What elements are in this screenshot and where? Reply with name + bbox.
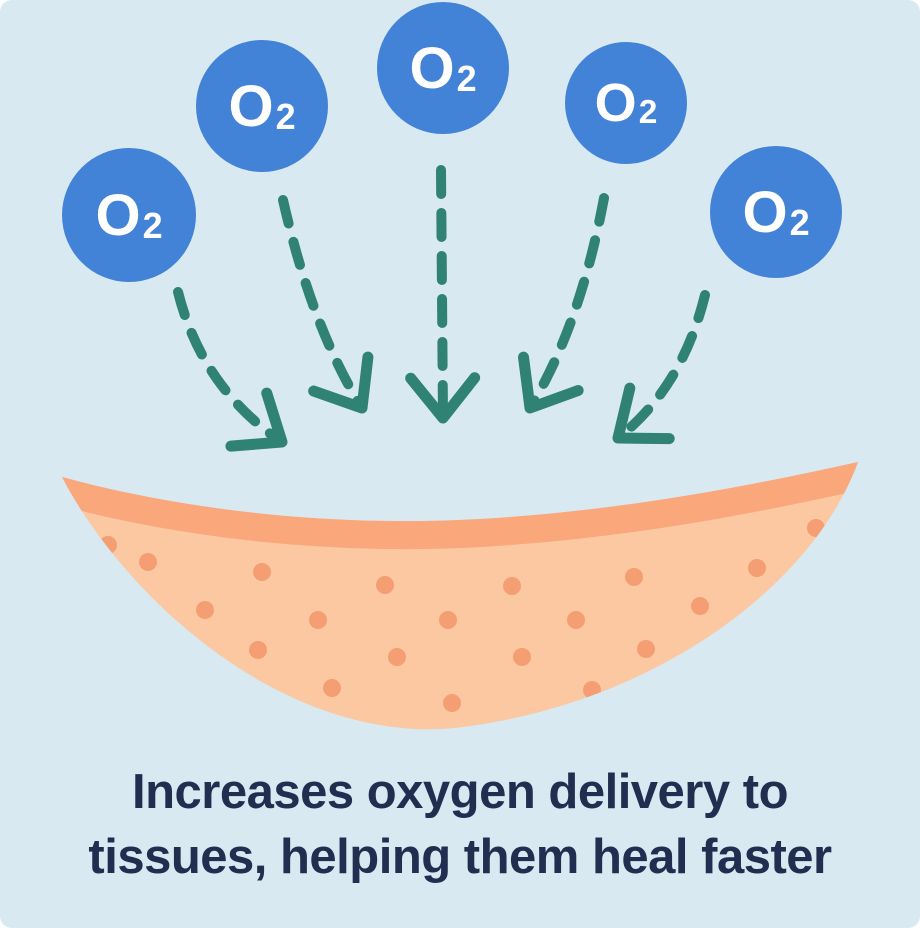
molecule-symbol: O <box>228 73 274 139</box>
caption-line-2: tissues, helping them heal faster <box>88 829 832 884</box>
tissue-body <box>62 462 858 730</box>
molecule-symbol: O <box>594 73 637 133</box>
molecule-symbol: O <box>95 182 141 248</box>
molecule-symbol: O <box>409 35 455 101</box>
molecule-subscript: 2 <box>275 95 296 137</box>
dashed-arrow-icon <box>405 165 481 424</box>
tissue-pores <box>99 519 825 712</box>
dashed-arrow-icon <box>173 287 288 452</box>
dashed-arrow-icon <box>612 290 710 445</box>
caption-line-1: Increases oxygen delivery to <box>132 765 789 819</box>
tissue-surface-layer <box>62 462 858 550</box>
molecule-subscript: 2 <box>638 94 658 132</box>
dashed-arrow-icon <box>517 193 609 414</box>
caption: Increases oxygen delivery to tissues, he… <box>0 760 920 889</box>
molecule-subscript: 2 <box>789 201 810 243</box>
dashed-arrow-icon <box>278 195 374 414</box>
molecule-subscript: 2 <box>142 204 163 246</box>
molecule-subscript: 2 <box>456 57 477 99</box>
molecule-symbol: O <box>742 179 788 245</box>
